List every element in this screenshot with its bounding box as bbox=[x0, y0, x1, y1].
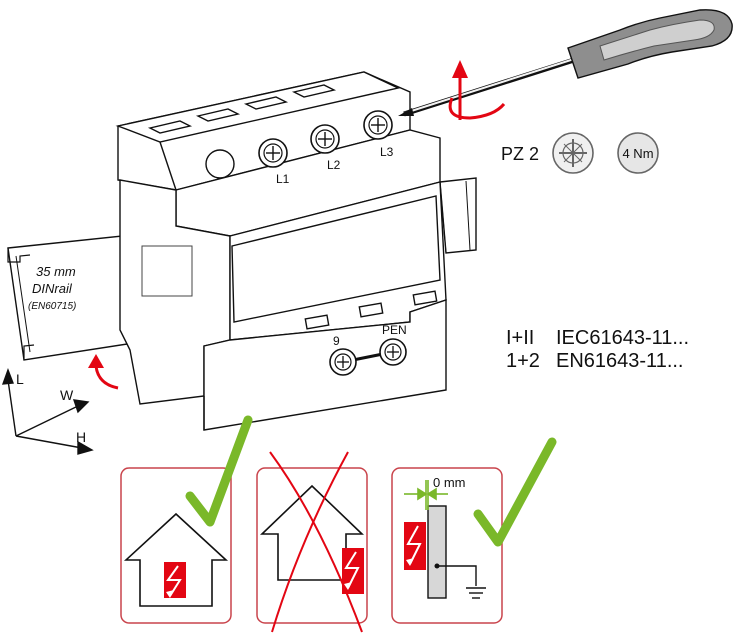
cross-icon bbox=[269, 451, 363, 633]
orientation-axes bbox=[1, 367, 94, 455]
label-l3: L3 bbox=[380, 145, 394, 159]
ground-icon bbox=[466, 587, 486, 599]
axis-label-l: L bbox=[16, 371, 24, 387]
tighten-arrow-icon bbox=[448, 97, 506, 120]
axis-label-h: H bbox=[76, 429, 86, 445]
busbar bbox=[427, 505, 447, 599]
house-icon bbox=[123, 512, 229, 607]
standard-label-1: IEC61643-11... bbox=[556, 327, 689, 349]
distance-label: 0 mm bbox=[433, 475, 466, 490]
surge-device-icon bbox=[404, 522, 426, 570]
terminal-screw-9 bbox=[329, 348, 357, 376]
check-icon bbox=[185, 415, 253, 527]
rail-label-size: 35 mm bbox=[36, 264, 76, 279]
label-l2: L2 bbox=[327, 158, 341, 172]
terminal-screw-l3 bbox=[363, 110, 393, 140]
torque-badge bbox=[617, 132, 659, 174]
class-label-2: 1+2 bbox=[506, 350, 540, 372]
torque-label: 4 Nm bbox=[622, 146, 653, 161]
front-slots bbox=[304, 290, 438, 330]
standard-label-2: EN61643-11... bbox=[556, 350, 684, 372]
rotate-arrow-icon bbox=[94, 365, 119, 390]
terminal-screw-pen bbox=[379, 338, 407, 366]
surge-protector-device bbox=[115, 71, 447, 431]
terminal-screw-l1 bbox=[258, 138, 288, 168]
class-label-1: I+II bbox=[506, 327, 534, 349]
check-icon bbox=[473, 437, 557, 547]
status-indicator bbox=[205, 149, 235, 179]
pozidriv-icon bbox=[552, 132, 594, 174]
axis-label-w: W bbox=[60, 387, 74, 403]
din-rail bbox=[7, 177, 477, 361]
rail-label-standard: (EN60715) bbox=[28, 301, 76, 312]
surge-device-icon bbox=[342, 548, 364, 594]
screwdriver-icon bbox=[398, 9, 733, 117]
surge-device-icon bbox=[164, 562, 186, 598]
panel-zero-distance bbox=[391, 467, 503, 624]
distance-arrows-icon bbox=[404, 480, 448, 510]
screw-type-label: PZ 2 bbox=[501, 144, 539, 164]
rotate-arrow-head-icon bbox=[88, 354, 104, 368]
terminal-screw-l2 bbox=[310, 124, 340, 154]
label-pen: PEN bbox=[382, 323, 407, 337]
label-9: 9 bbox=[333, 334, 340, 348]
rail-label-type: DINrail bbox=[32, 281, 73, 296]
label-l1: L1 bbox=[276, 172, 290, 186]
